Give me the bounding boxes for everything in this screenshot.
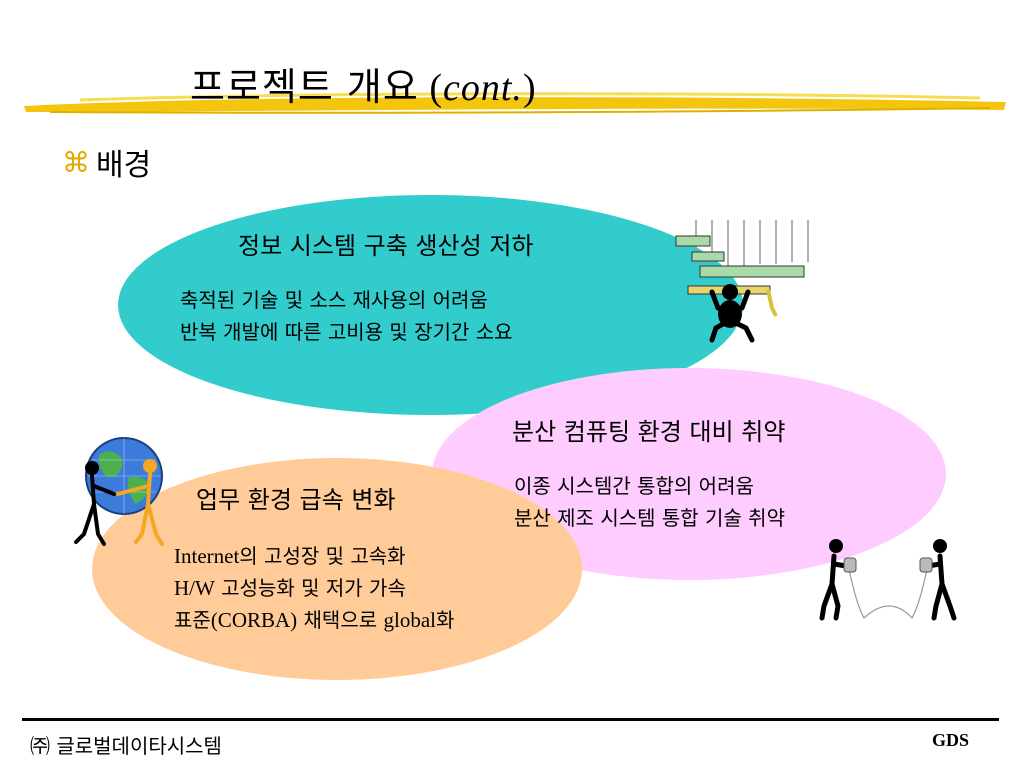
text-en: H/W <box>174 576 215 600</box>
bullet-text: 배경 <box>96 148 152 183</box>
title-open-paren: ( <box>418 67 443 109</box>
bubble-business-line: 표준(CORBA) 채택으로 global화 <box>174 604 454 636</box>
tin-can-phone-figures-icon <box>819 539 957 621</box>
bubble-business-line: Internet의 고성장 및 고속화 <box>174 540 454 572</box>
text-ko: 화 <box>435 608 455 632</box>
bubble-business-body: Internet의 고성장 및 고속화 H/W 고성능화 및 저가 가속 표준(… <box>174 540 454 636</box>
bubble-business-heading: 업무 환경 급속 변화 <box>196 486 396 514</box>
text-en: global <box>383 608 436 632</box>
title-highlight-stroke <box>24 92 1006 114</box>
footer-divider <box>22 718 999 721</box>
text-ko: 채택으로 <box>297 608 384 632</box>
bubble-business <box>92 458 582 680</box>
bubble-distributed-heading: 분산 컴퓨팅 환경 대비 취약 <box>512 418 786 446</box>
bubble-productivity-line: 반복 개발에 따른 고비용 및 장기간 소요 <box>180 320 513 344</box>
bubble-productivity-line: 축적된 기술 및 소스 재사용의 어려움 <box>180 288 488 312</box>
bubble-productivity-body: 축적된 기술 및 소스 재사용의 어려움 반복 개발에 따른 고비용 및 장기간… <box>180 284 513 348</box>
slide-title: 프로젝트 개요 (cont.) <box>190 56 537 111</box>
bubble-distributed-line: 분산 제조 시스템 통합 기술 취약 <box>514 506 785 530</box>
section-bullet: ⌘ 배경 <box>62 140 151 184</box>
text-ko: 의 고성장 및 고속화 <box>239 544 406 568</box>
bubble-distributed-body: 이종 시스템간 통합의 어려움 분산 제조 시스템 통합 기술 취약 <box>514 470 785 534</box>
bubble-distributed-line: 이종 시스템간 통합의 어려움 <box>514 474 754 498</box>
text-en: (CORBA) <box>210 608 298 632</box>
title-close-paren: ) <box>522 67 537 109</box>
footer-company-name: ㈜ 글로벌데이타시스템 <box>30 734 222 758</box>
text-ko: 표준 <box>174 608 211 632</box>
footer-logo-text: GDS <box>932 730 970 750</box>
text-ko: 고성능화 및 저가 가속 <box>214 576 406 600</box>
bubble-business-line: H/W 고성능화 및 저가 가속 <box>174 572 454 604</box>
title-korean: 프로젝트 개요 <box>190 65 419 109</box>
schedule-bars-figure-icon <box>675 220 809 343</box>
text-en: Internet <box>174 544 240 568</box>
title-italic: cont. <box>443 67 523 109</box>
globe-handshake-icon <box>74 437 164 546</box>
command-bullet-icon: ⌘ <box>62 145 90 179</box>
bubble-productivity-heading: 정보 시스템 구축 생산성 저하 <box>238 232 534 260</box>
